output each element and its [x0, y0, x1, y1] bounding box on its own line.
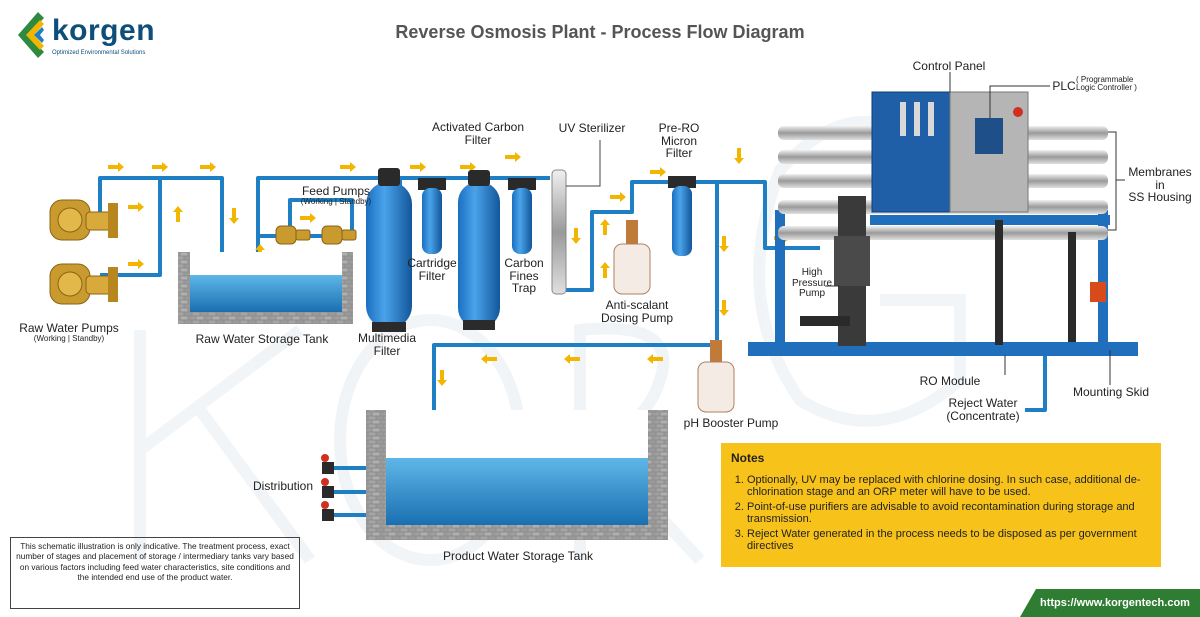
product-water-storage-tank: [366, 410, 668, 540]
raw-water-pumps-label: Raw Water Pumps (Working | Standby): [14, 322, 124, 343]
antiscalant-label: Anti-scalant Dosing Pump: [596, 299, 678, 324]
notes-list: Optionally, UV may be replaced with chlo…: [731, 474, 1151, 552]
distribution-label: Distribution: [252, 479, 314, 493]
anti-scalant-dosing-pump: [613, 220, 651, 295]
raw-water-pump-working: [49, 199, 118, 241]
website-link[interactable]: https://www.korgentech.com: [1040, 597, 1190, 609]
url-bar-bg: [1020, 589, 1200, 617]
pre-ro-micron-filter: [668, 176, 696, 256]
multimedia-filter-label: Multimedia Filter: [352, 332, 422, 357]
mounting-skid-label: Mounting Skid: [1072, 385, 1150, 399]
membranes-bracket: [1108, 131, 1117, 231]
antiscalant-line1: Anti-scalant: [605, 298, 669, 312]
cartridge-filter-label: Cartridge Filter: [400, 257, 464, 282]
plc-sub-line1: ( Programmable: [1076, 75, 1134, 84]
feed-pumps-sub: (Working | Standby): [300, 196, 372, 206]
ph-booster-pump: [697, 340, 735, 413]
control-panel-label: Control Panel: [912, 59, 986, 73]
logo-text: korgen: [52, 14, 156, 47]
note-item: Optionally, UV may be replaced with chlo…: [747, 474, 1151, 498]
activated-carbon-line2: Filter: [464, 132, 492, 147]
membranes-line2: in: [1155, 177, 1165, 192]
page-title: Reverse Osmosis Plant - Process Flow Dia…: [395, 22, 805, 42]
hp-pump-line1: High: [801, 267, 823, 278]
membranes-line3: SS Housing: [1128, 190, 1192, 205]
multimedia-filter-line2: Filter: [373, 343, 401, 358]
reject-water-line2: (Concentrate): [946, 408, 1020, 423]
product-tank-label: Product Water Storage Tank: [442, 549, 594, 563]
ro-module: [748, 91, 1138, 356]
ph-booster-label: pH Booster Pump: [683, 416, 779, 430]
note-item: Point-of-use purifiers are advisable to …: [747, 501, 1151, 525]
antiscalant-line2: Dosing Pump: [600, 310, 674, 325]
plc-sub-label: ( Programmable Logic Controller ): [1076, 75, 1148, 93]
note-item: Reject Water generated in the process ne…: [747, 528, 1151, 552]
reject-water-line1: Reject Water: [948, 396, 1018, 410]
reject-water-label: Reject Water (Concentrate): [940, 397, 1026, 422]
multimedia-filter: [366, 168, 412, 332]
activated-carbon-filter: [458, 170, 500, 330]
feed-pumps-title: Feed Pumps: [301, 184, 371, 198]
ro-module-label: RO Module: [919, 374, 981, 388]
raw-water-storage-tank: [178, 252, 353, 324]
distribution-valves: [321, 454, 334, 521]
cartridge-filter-line1: Cartridge: [407, 256, 457, 270]
feed-pumps-label: Feed Pumps (Working | Standby): [296, 185, 376, 206]
pre-ro-filter-label: Pre-RO Micron Filter: [655, 122, 703, 160]
flow-arrows: [108, 148, 790, 446]
hp-pump-line3: Pump: [798, 288, 826, 299]
carbon-fines-line2: Fines: [509, 268, 539, 283]
cartridge-filter-line2: Filter: [418, 268, 446, 283]
pre-ro-line3: Filter: [665, 146, 693, 161]
pre-ro-line2: Micron: [660, 133, 697, 148]
multimedia-filter-line1: Multimedia: [357, 331, 417, 345]
uv-sterilizer: [551, 140, 601, 295]
activated-carbon-line1: Activated Carbon: [431, 120, 525, 134]
carbon-fines-line1: Carbon: [504, 256, 544, 270]
hp-pump-line2: Pressure: [791, 277, 832, 289]
membranes-label: Membranes in SS Housing: [1122, 166, 1198, 204]
hp-pump-label: High Pressure Pump: [786, 267, 838, 300]
notes-box: Notes Optionally, UV may be replaced wit…: [721, 443, 1161, 567]
carbon-fines-line3: Trap: [511, 281, 537, 296]
plc-label: PLC: [1052, 79, 1076, 93]
raw-water-pumps-sub: (Working | Standby): [33, 333, 105, 343]
raw-water-pump-standby: [49, 263, 118, 305]
carbon-fines-trap-label: Carbon Fines Trap: [494, 257, 554, 295]
logo-tagline: Optimized Environmental Solutions: [52, 50, 146, 56]
membranes-line1: Membranes: [1128, 165, 1192, 179]
carbon-fines-trap: [508, 178, 536, 254]
cartridge-filter: [418, 178, 446, 254]
plc-sub-line2: Logic Controller ): [1076, 83, 1137, 93]
korgen-logo-mark: [18, 12, 44, 58]
leader-lines: [825, 72, 1111, 385]
disclaimer-box: This schematic illustration is only indi…: [10, 537, 300, 609]
uv-sterilizer-label: UV Sterilizer: [558, 121, 626, 135]
raw-water-pumps-title: Raw Water Pumps: [19, 321, 119, 335]
feed-pumps: [275, 225, 357, 245]
notes-heading: Notes: [731, 451, 765, 465]
raw-water-tank-label: Raw Water Storage Tank: [195, 332, 329, 346]
pre-ro-line1: Pre-RO: [658, 121, 700, 135]
activated-carbon-label: Activated Carbon Filter: [425, 121, 531, 146]
